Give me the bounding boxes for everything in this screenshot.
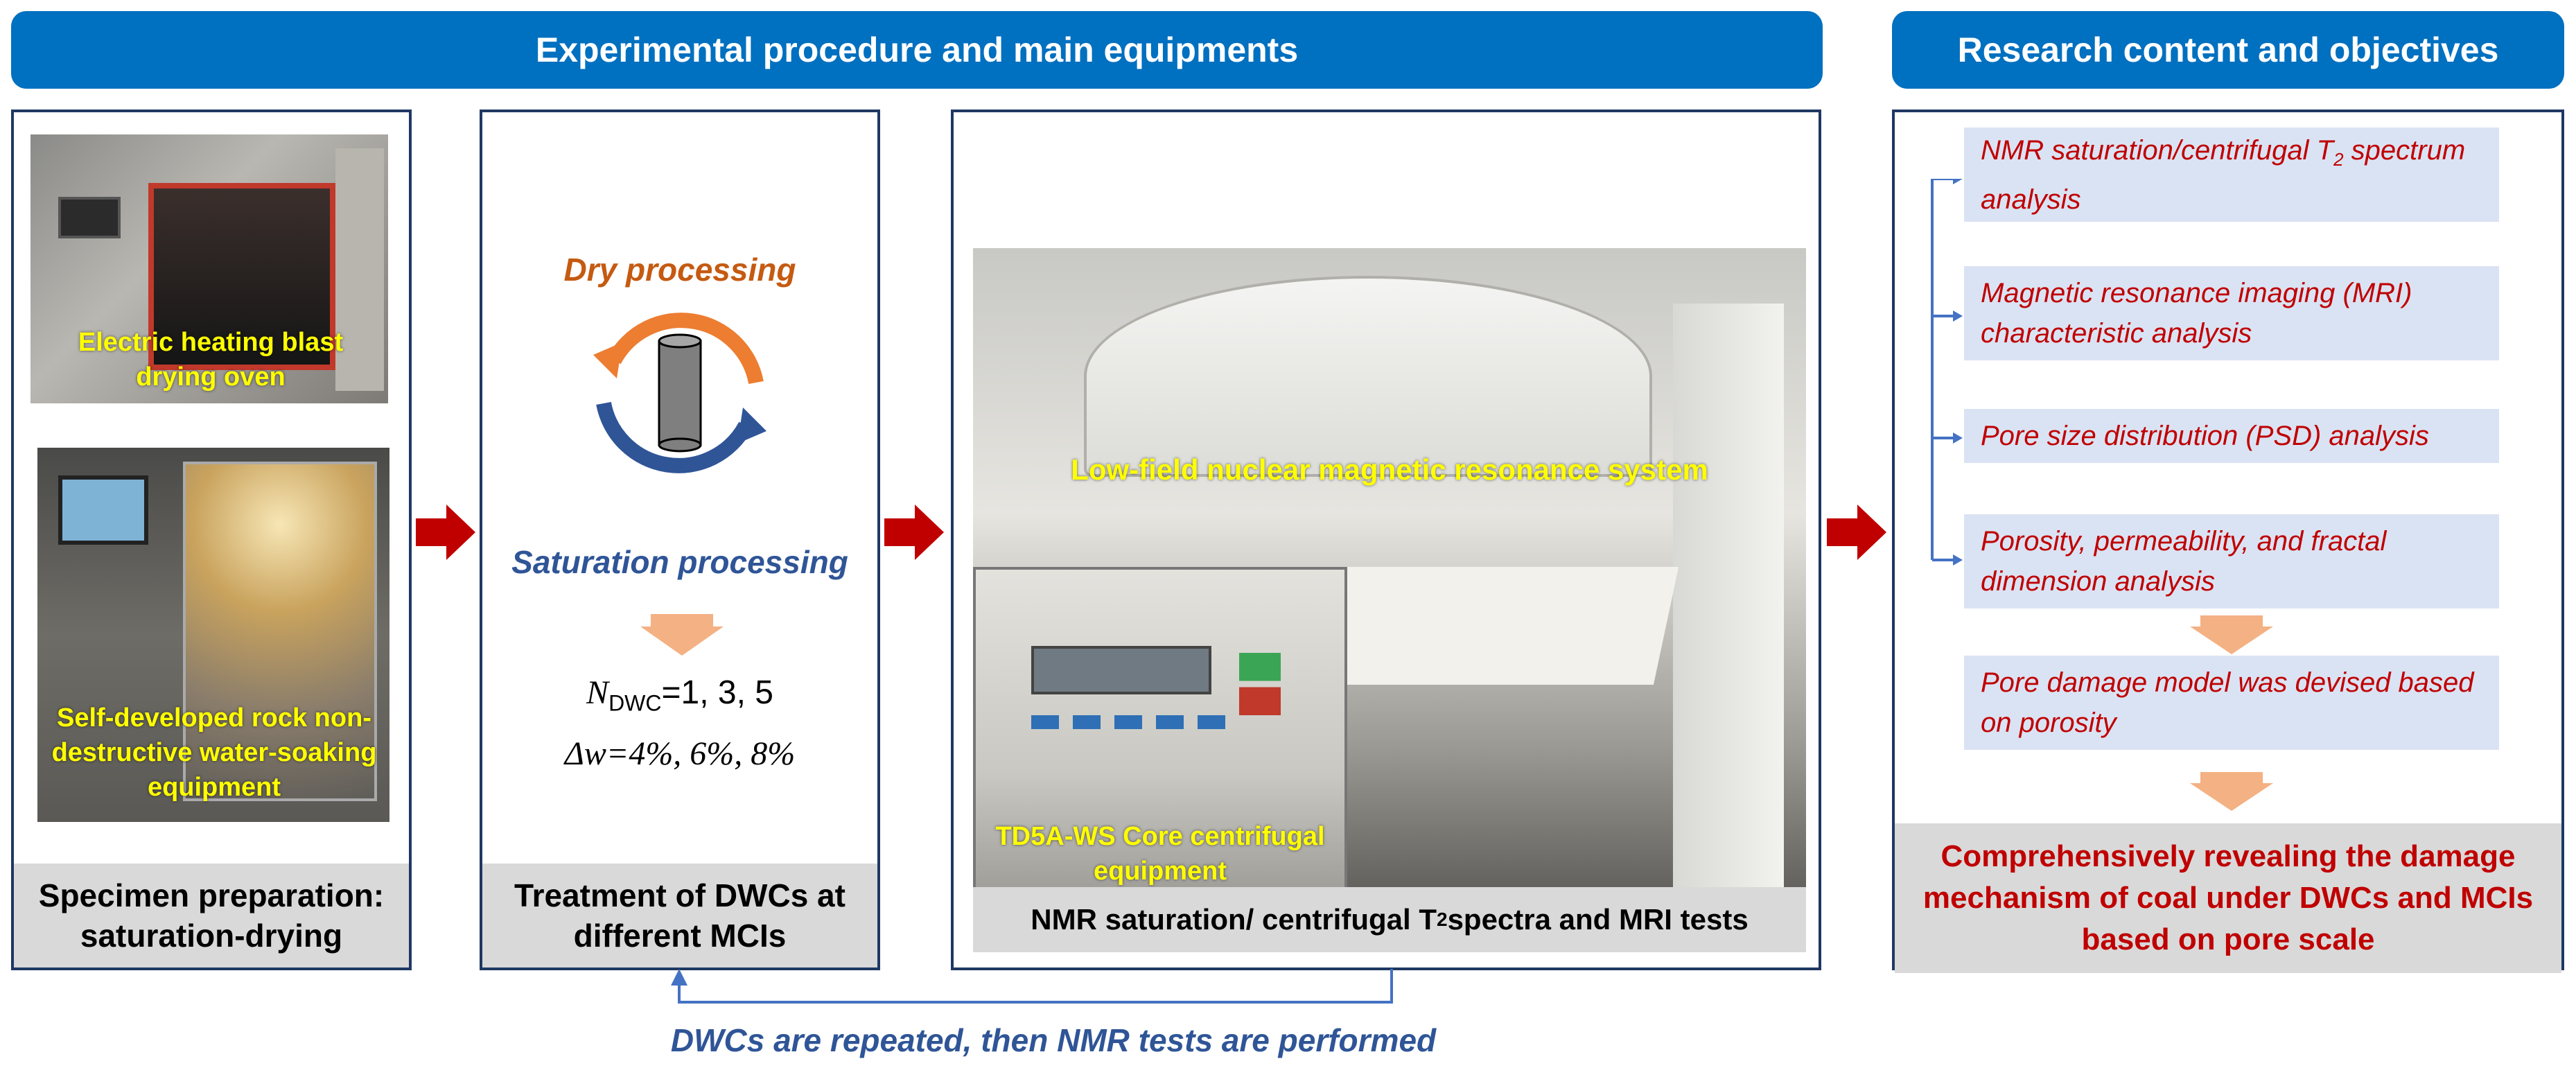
formula-n-subscript: DWC (608, 690, 662, 716)
panel-treatment-of-dwcs: Dry processing Saturation processing NDW… (480, 110, 880, 970)
treatment-caption: Treatment of DWCs at different MCIs (482, 864, 877, 967)
arrow-down-icon (640, 614, 724, 656)
arrow-down-icon (2190, 772, 2273, 811)
oven-control-display (58, 197, 121, 238)
nmr-system-label: Low-field nuclear magnetic resonance sys… (1071, 453, 1708, 486)
research-item-damage-model-text: Pore damage model was devised based on p… (1981, 667, 2474, 738)
centrifuge-button-row (1031, 715, 1239, 729)
panel-specimen-preparation: Electric heating blast drying oven Self-… (11, 110, 412, 970)
centrifuge-display-panel (1031, 646, 1211, 694)
arrow-right-icon (1827, 505, 1886, 560)
oven-label: Electric heating blast drying oven (78, 328, 344, 392)
dry-processing-label: Dry processing (563, 252, 796, 288)
banner-experimental-procedure-text: Experimental procedure and main equipmen… (535, 30, 1299, 69)
research-item-mri: Magnetic resonance imaging (MRI) charact… (1964, 266, 2499, 360)
soaking-chamber (183, 462, 377, 801)
formula-n-values: =1, 3, 5 (661, 674, 773, 711)
cycle-diagram (593, 313, 766, 473)
research-item-mri-text: Magnetic resonance imaging (MRI) charact… (1981, 278, 2412, 349)
soaking-equipment-photo: Self-developed rock non-destructive wate… (37, 448, 389, 822)
research-item-porosity-text: Porosity, permeability, and fractal dime… (1981, 526, 2387, 597)
research-item-psd: Pore size distribution (PSD) analysis (1964, 409, 2499, 463)
nmr-side-cabinet (1673, 304, 1784, 900)
centrifuge-status-buttons (1239, 653, 1281, 715)
research-conclusion: Comprehensively revealing the damage mec… (1895, 823, 2561, 973)
centrifuge-label: TD5A-WS Core centrifugal equipment (995, 822, 1325, 886)
arrow-right-icon (884, 505, 944, 560)
research-connector-bracket (1931, 179, 1963, 566)
soaking-control-screen (58, 475, 148, 545)
oven-photo: Electric heating blast drying oven (30, 134, 388, 403)
centrifuge-inset-photo: TD5A-WS Core centrifugal equipment (973, 567, 1347, 911)
nmr-magnet-housing (1084, 276, 1652, 477)
oven-chamber (148, 183, 335, 370)
nmr-caption-pre: NMR saturation/ centrifugal T (1031, 903, 1437, 936)
panel-research-content: NMR saturation/centrifugal T2 spectrum a… (1892, 110, 2564, 973)
moisture-increment-formula: Δw=4%, 6%, 8% (564, 735, 796, 772)
research-item-damage-model: Pore damage model was devised based on p… (1964, 656, 2499, 750)
banner-research-content-text: Research content and objectives (1957, 30, 2499, 69)
research-item-t2-text: NMR saturation/centrifugal T2 spectrum a… (1981, 134, 2466, 215)
loop-back-connector (671, 969, 1393, 1004)
dwc-count-formula: NDWC=1, 3, 5 (482, 674, 877, 722)
panel-nmr-tests: TD5A-WS Core centrifugal equipment Low-f… (951, 110, 1821, 970)
banner-research-content: Research content and objectives (1892, 11, 2564, 89)
banner-experimental-procedure: Experimental procedure and main equipmen… (11, 11, 1823, 89)
nmr-caption-subscript: 2 (1436, 909, 1448, 930)
research-item-porosity: Porosity, permeability, and fractal dime… (1964, 514, 2499, 608)
saturation-processing-label: Saturation processing (511, 544, 848, 580)
specimen-preparation-caption: Specimen preparation: saturation-drying (14, 864, 409, 967)
loop-back-label: DWCs are repeated, then NMR tests are pe… (670, 1022, 1437, 1058)
soaking-equipment-label: Self-developed rock non-destructive wate… (51, 703, 377, 802)
oven-door (335, 148, 384, 391)
research-item-t2-spectrum: NMR saturation/centrifugal T2 spectrum a… (1964, 128, 2499, 222)
nmr-caption-post: spectra and MRI tests (1447, 903, 1749, 936)
arrow-right-icon (416, 505, 475, 560)
formula-n-var: N (586, 674, 609, 711)
arrow-down-icon (2190, 615, 2273, 654)
research-item-psd-text: Pore size distribution (PSD) analysis (1981, 421, 2429, 451)
nmr-system-photo: TD5A-WS Core centrifugal equipment Low-f… (973, 248, 1806, 911)
